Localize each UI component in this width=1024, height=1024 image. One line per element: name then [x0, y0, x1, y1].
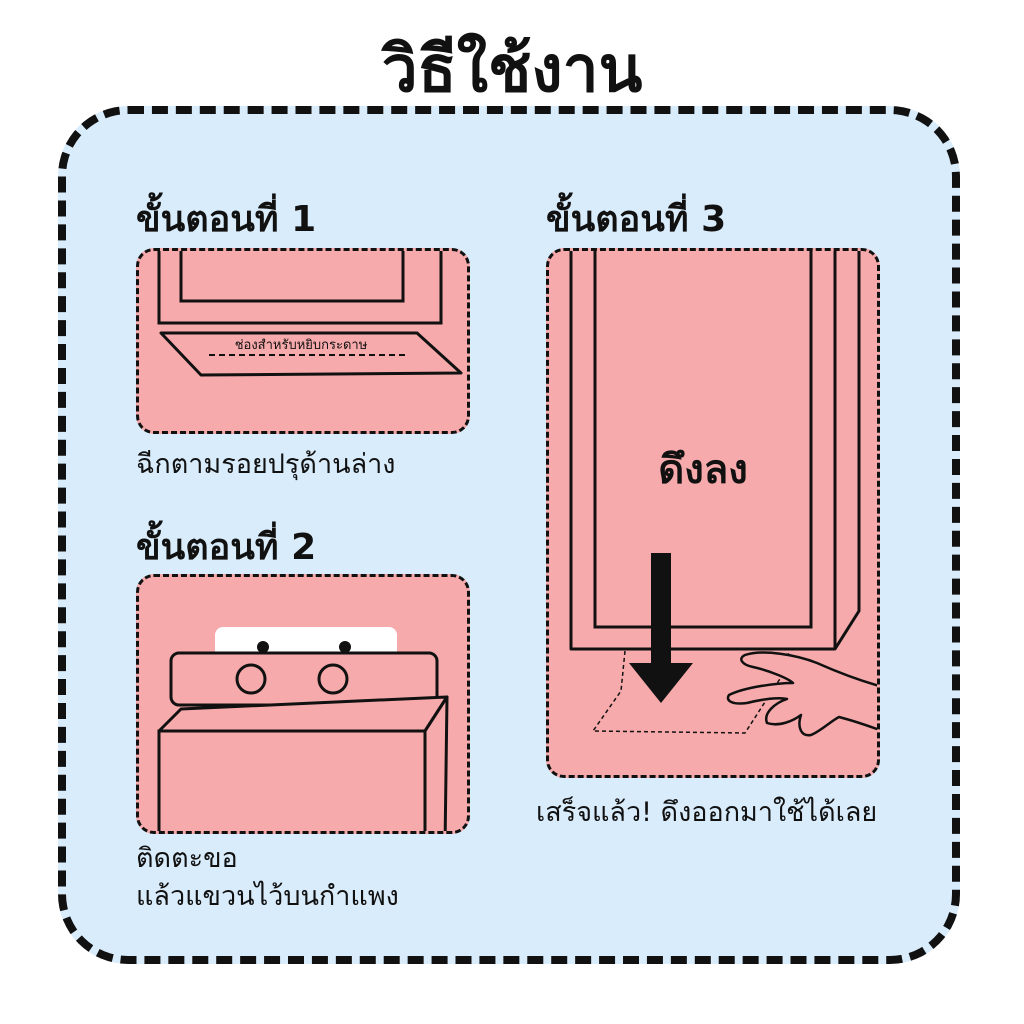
- hook-screw-right: [339, 641, 351, 653]
- step-2-illustration: [136, 574, 470, 834]
- step-2-caption-line-1: ติดตะขอ: [136, 843, 238, 874]
- pull-down-drawing: ดึงลง: [569, 251, 877, 737]
- step-3-caption: เสร็จแล้ว! ดึงออกมาใช้ได้เลย: [536, 797, 878, 828]
- step-1-illustration: ช่องสำหรับหยิบกระดาษ: [136, 248, 470, 434]
- page-title: วิธีใช้งาน: [381, 33, 643, 107]
- step-3-heading: ขั้นตอนที่ 3: [546, 199, 727, 240]
- hang-hole-right: [317, 663, 349, 695]
- pull-down-label: ดึงลง: [658, 447, 748, 493]
- step-1-heading: ขั้นตอนที่ 1: [136, 199, 317, 240]
- hang-hole-left: [235, 663, 267, 695]
- arrow-down-icon: [629, 553, 693, 703]
- step-1-caption: ฉีกตามรอยปรุด้านล่าง: [136, 449, 396, 480]
- hand-icon: [726, 651, 877, 737]
- step-2-heading: ขั้นตอนที่ 2: [136, 527, 317, 568]
- dispenser-bottom-drawing: ช่องสำหรับหยิบกระดาษ: [157, 251, 463, 377]
- step-3-illustration: ดึงลง: [546, 248, 880, 778]
- hanging-hook-drawing: [157, 627, 449, 831]
- dispenser-front: [593, 251, 813, 629]
- dispenser-box: [157, 729, 427, 831]
- step-2-caption: ติดตะขอ แล้วแขวนไว้บนกำแพง: [136, 840, 399, 916]
- hook-screw-left: [257, 641, 269, 653]
- step-2-caption-line-2: แล้วแขวนไว้บนกำแพง: [136, 881, 399, 912]
- dispenser-top-bar: [169, 651, 439, 707]
- slot-label: ช่องสำหรับหยิบกระดาษ: [235, 338, 368, 353]
